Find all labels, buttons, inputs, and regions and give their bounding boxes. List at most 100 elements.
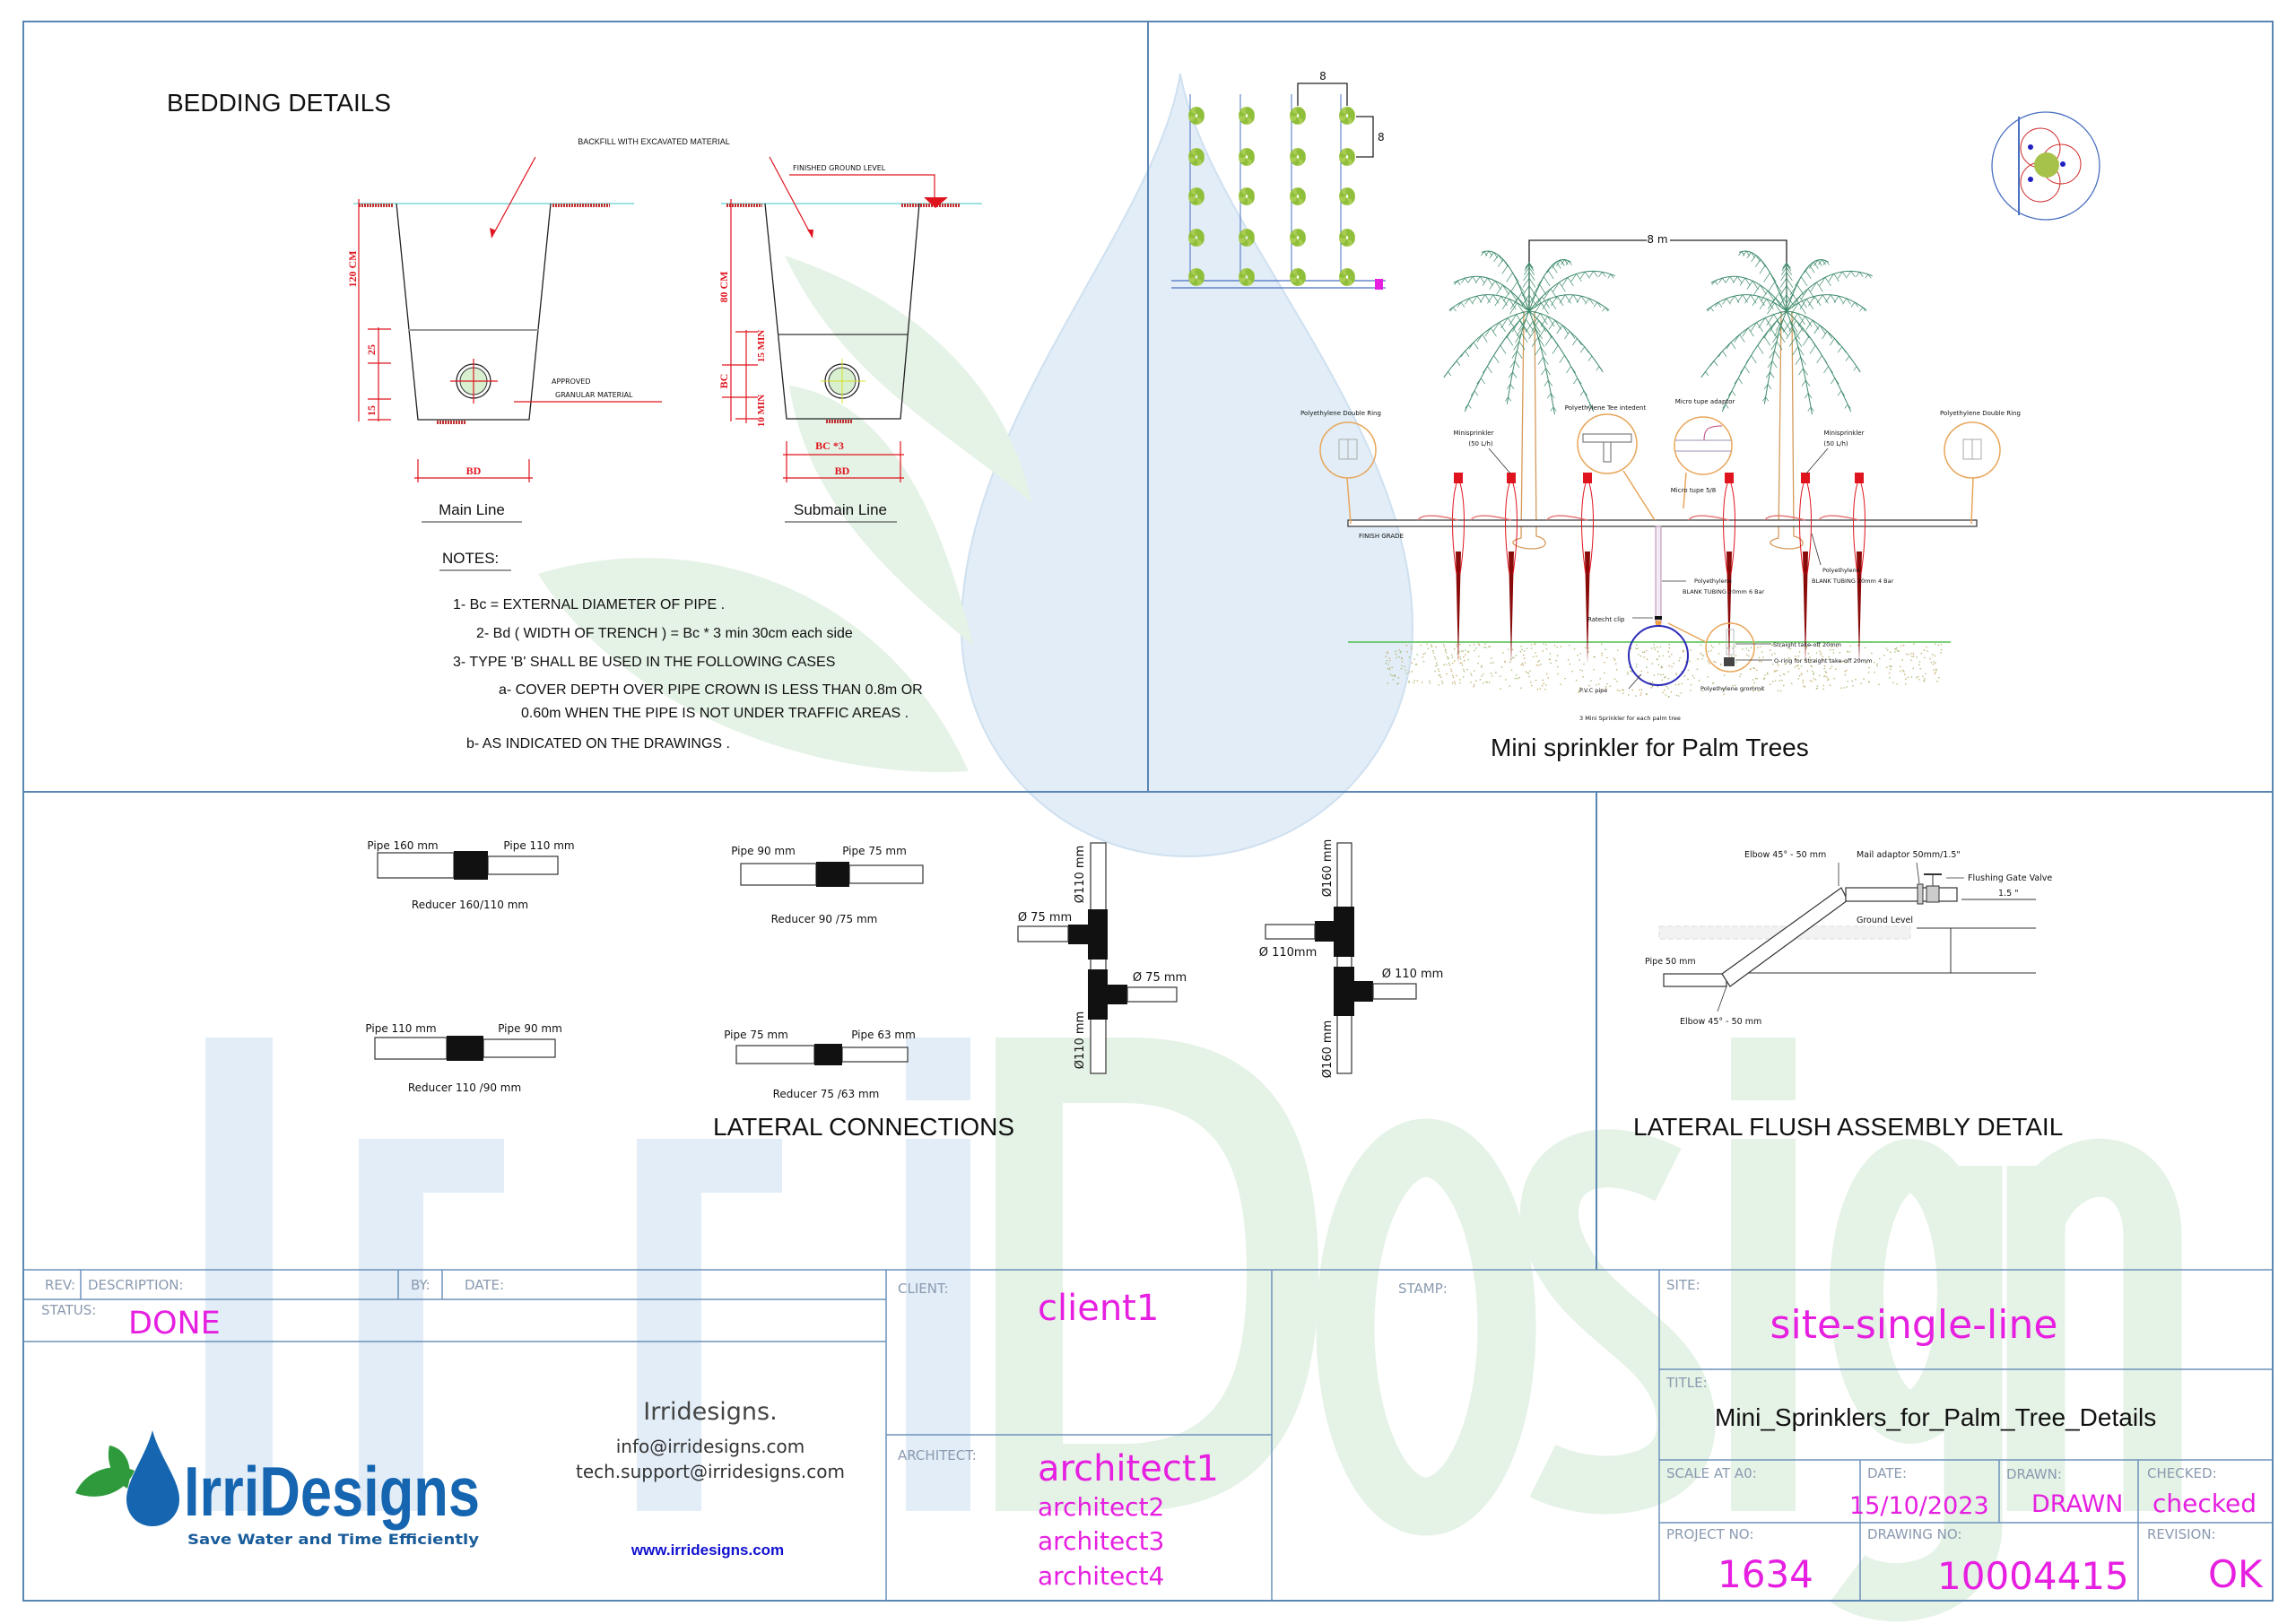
logo-brand: IrriDesigns <box>184 1452 480 1531</box>
width-dimension: BD <box>466 465 482 477</box>
watermark-letter-shape <box>637 1139 701 1511</box>
pipe-size-label: Pipe 160 mm <box>367 839 438 852</box>
notes-title: NOTES: <box>442 550 499 567</box>
micro-adaptor-detail: Micro tupe adaptor Micro tupe 5/8 <box>1671 398 1735 509</box>
sheet-frame <box>22 21 2274 1602</box>
oring-label: O-ring for Straight take-off 20mm <box>1774 657 1872 664</box>
lateral-title: LATERAL CONNECTIONS <box>713 1113 1014 1141</box>
palm-plant-icon <box>1188 187 1205 205</box>
main-line-trench: APPROVED GRANULAR MATERIAL 120 CM 25 15 … <box>346 156 662 523</box>
leaf-icon <box>108 1446 130 1489</box>
drawing-label: DRAWING NO: <box>1867 1526 1962 1542</box>
palm-plant-icon <box>1290 229 1306 247</box>
palm-plant-icon <box>1239 107 1255 125</box>
watermark-letter-shape <box>996 1038 1318 1511</box>
note-item: b- AS INDICATED ON THE DRAWINGS . <box>466 736 730 751</box>
submain-line-trench: FINISHED GROUND LEVEL 80 CM 15 MIN BC 10… <box>718 156 982 523</box>
palm-plant-icon <box>1188 107 1205 125</box>
architect-value: architect1 <box>1038 1448 1219 1489</box>
palm-trees <box>1443 250 1873 550</box>
note-item: 2- Bd ( WIDTH OF TRENCH ) = Bc * 3 min 3… <box>476 626 853 641</box>
watermark-letter-shape <box>701 1139 782 1193</box>
palm-plant-icon <box>1188 148 1205 166</box>
palm-plant-icon <box>1290 268 1306 286</box>
watermark-brand-lettering <box>205 1038 2182 1621</box>
watermark-letter-shape <box>359 1139 423 1511</box>
minisprinkler-icon <box>1764 473 1812 664</box>
pipe-size-label: Pipe 63 mm <box>851 1029 916 1041</box>
palm-plant-icon <box>1290 148 1306 166</box>
reducer-connection <box>740 862 924 887</box>
lateral-pipe <box>1347 519 1978 527</box>
website-link[interactable]: www.irridesigns.com <box>631 1541 784 1559</box>
revision-label: REVISION: <box>2147 1526 2216 1542</box>
palm-tree-icon <box>1700 250 1873 550</box>
bedding-details-panel: BEDDING DETAILS BACKFILL WITH EXCAVATED … <box>167 89 982 751</box>
architect-label: ARCHITECT: <box>898 1447 977 1463</box>
watermark-letter-shape <box>205 1038 273 1511</box>
project-label: PROJECT NO: <box>1666 1526 1753 1542</box>
bc3-dimension: BC *3 <box>815 439 844 452</box>
pvc-pipe-section <box>1628 625 1689 686</box>
drawing-value: 10004415 <box>1937 1554 2129 1598</box>
double-ring-left-detail: Polyethylene Double Ring <box>1300 410 1381 525</box>
width-dimension: BD <box>835 465 850 477</box>
pipe-label: Pipe 50 mm <box>1645 957 1696 967</box>
palm-plant-icon <box>1290 107 1306 125</box>
bed-dimension: 10 MIN <box>756 395 767 427</box>
revision-value: OK <box>2208 1552 2264 1596</box>
bc-dimension: BC <box>718 374 730 389</box>
depth-dimension: 80 CM <box>718 272 730 303</box>
gate-valve-icon <box>1926 885 1940 903</box>
reducer-connection <box>374 1036 556 1061</box>
minisprinklers <box>1417 473 1866 664</box>
valve-size-label: 1.5 " <box>1998 889 2019 899</box>
grommit-detail: Straight take-off 20mm O-ring for Straig… <box>1667 622 1872 692</box>
submain-line-label: Submain Line <box>794 501 887 518</box>
backfill-label: BACKFILL WITH EXCAVATED MATERIAL <box>578 137 730 146</box>
ground-level-label: Ground Level <box>1857 916 1913 925</box>
client-label: CLIENT: <box>898 1281 949 1297</box>
palm-plant-icon <box>1188 268 1205 286</box>
watermark-letter-shape <box>1316 1118 1536 1536</box>
double-ring-label: Polyethylene Double Ring <box>1940 410 2021 417</box>
watermark-letter-shape <box>1731 1038 1796 1100</box>
water-drop-icon <box>126 1430 179 1526</box>
minisprinkler-icon <box>1818 473 1866 664</box>
architect-value: architect3 <box>1038 1526 1164 1556</box>
description-label: DESCRIPTION: <box>88 1277 184 1293</box>
tee-connection <box>1265 842 1417 1074</box>
pipe-size-label: Pipe 75 mm <box>724 1029 788 1041</box>
email-info: info@irridesigns.com <box>616 1436 805 1457</box>
bed-dimension: 15 <box>365 405 378 416</box>
architect-value: architect4 <box>1038 1561 1164 1591</box>
tee-connection <box>1017 842 1178 1074</box>
watermark-letter-shape <box>906 1038 970 1100</box>
title-label: TITLE: <box>1665 1375 1708 1391</box>
tubing-4bar-label: BLANK TUBING 20mm 4 Bar <box>1812 578 1894 585</box>
mini-sprinkler-panel: 8 8 8 m Polyethylene Double Ring <box>1171 70 2100 761</box>
minisprinkler-label: Minisprinkler <box>1824 430 1865 437</box>
watermark-leaf-icon <box>538 558 969 772</box>
minisprinkler-icon <box>1688 473 1735 664</box>
cover-dimension: 15 MIN <box>756 330 767 362</box>
minisprinkler-label: (50 L/h) <box>1823 440 1848 447</box>
pipe-diameter-label: Ø110 mm <box>1074 1012 1087 1070</box>
rev-label: REV: <box>45 1277 75 1293</box>
palm-plant-icon <box>1239 229 1255 247</box>
elbow-bottom-label: Elbow 45° - 50 mm <box>1680 1017 1761 1027</box>
scale-label: SCALE AT A0: <box>1666 1465 1757 1481</box>
double-ring-label: Polyethylene Double Ring <box>1300 410 1381 417</box>
male-adaptor-label: Mail adaptor 50mm/1.5" <box>1857 850 1961 860</box>
double-ring-right-detail: Polyethylene Double Ring <box>1940 410 2021 525</box>
flush-assembly-panel: Elbow 45° - 50 mm Mail adaptor 50mm/1.5"… <box>1633 850 2063 1141</box>
watermark <box>205 73 2182 1621</box>
straight-takeoff-label: Straight take-off 20mm <box>1773 641 1841 648</box>
elbow-top-label: Elbow 45° - 50 mm <box>1744 850 1826 860</box>
palm-plant-icon <box>1339 187 1355 205</box>
site-label: SITE: <box>1666 1277 1700 1293</box>
finished-ground-label: FINISHED GROUND LEVEL <box>793 164 886 172</box>
